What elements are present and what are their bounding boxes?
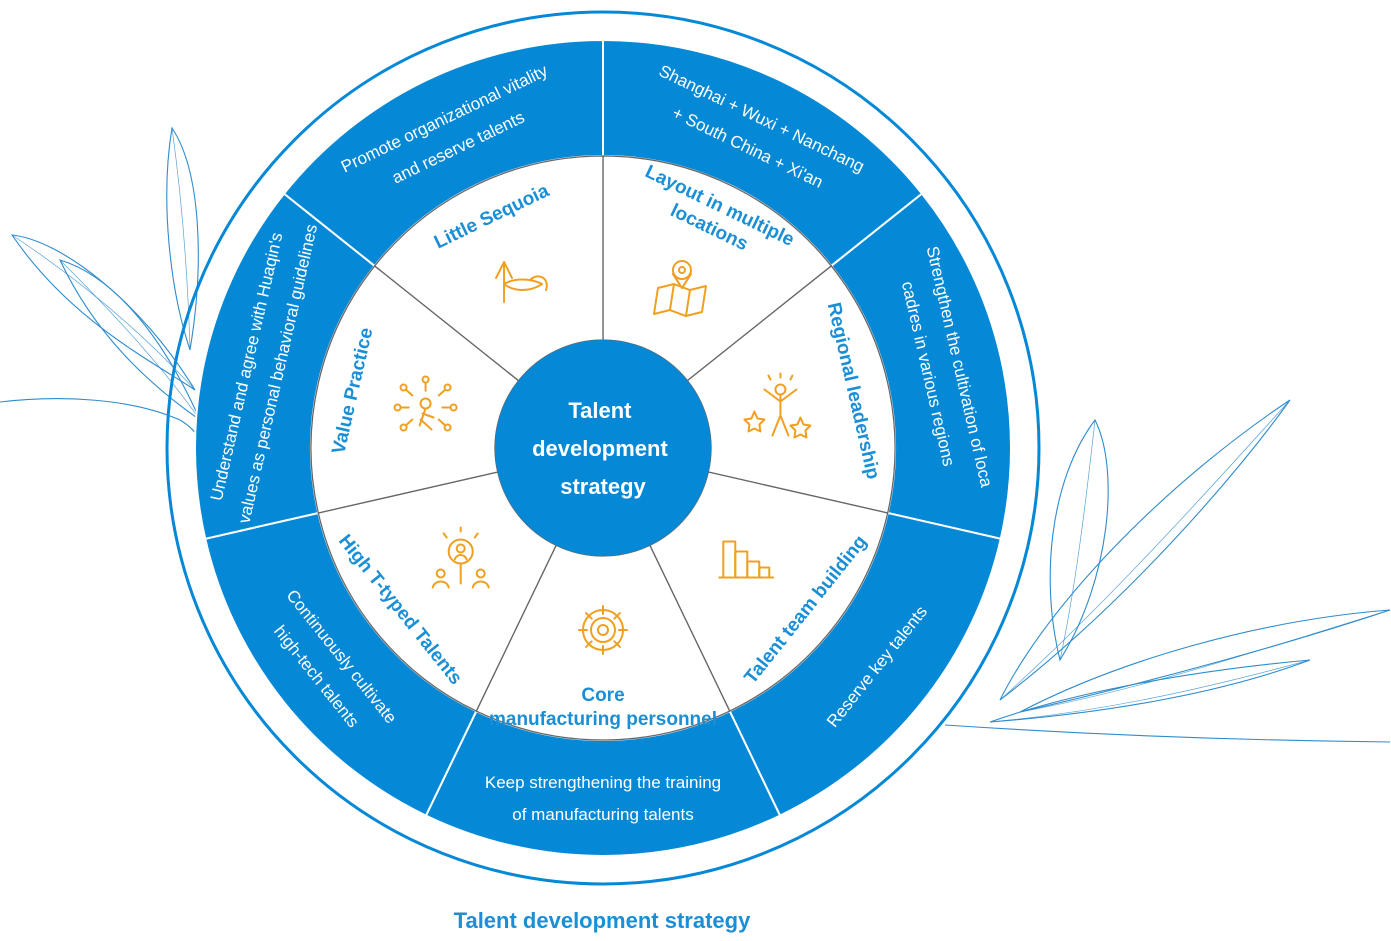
star-person-icon bbox=[743, 372, 812, 439]
outer-text-3-line-1: of manufacturing talents bbox=[512, 805, 693, 824]
seedling-icon bbox=[495, 261, 548, 304]
outer-text-3: Keep strengthening the training of manufa… bbox=[485, 773, 721, 824]
segment-title-3: Core manufacturing personnel bbox=[489, 685, 717, 730]
center-title-line-2: development bbox=[532, 436, 668, 461]
diagram-caption: Talent development strategy bbox=[453, 908, 751, 933]
segment-title-3-line-0: Core bbox=[581, 685, 624, 706]
segment-title-3-line-1: manufacturing personnel bbox=[489, 709, 717, 730]
center-title-line-1: Talent bbox=[568, 398, 632, 423]
segment-icons bbox=[393, 260, 812, 655]
gear-icon bbox=[578, 605, 628, 655]
outer-ring bbox=[165, 10, 1041, 886]
center-title-line-3: strategy bbox=[560, 474, 646, 499]
network-person-icon bbox=[393, 375, 458, 432]
outer-text-3-line-0: Keep strengthening the training bbox=[485, 773, 721, 792]
building-blocks-icon bbox=[718, 540, 775, 579]
leaf-decoration-right bbox=[944, 399, 1391, 743]
center-title: Talent development strategy bbox=[532, 398, 674, 499]
map-pin-icon bbox=[652, 260, 707, 318]
inner-ring-segments bbox=[310, 155, 896, 741]
center-circle bbox=[495, 340, 711, 556]
magnifier-people-icon bbox=[431, 526, 490, 589]
outer-ring-segments bbox=[194, 38, 1012, 857]
